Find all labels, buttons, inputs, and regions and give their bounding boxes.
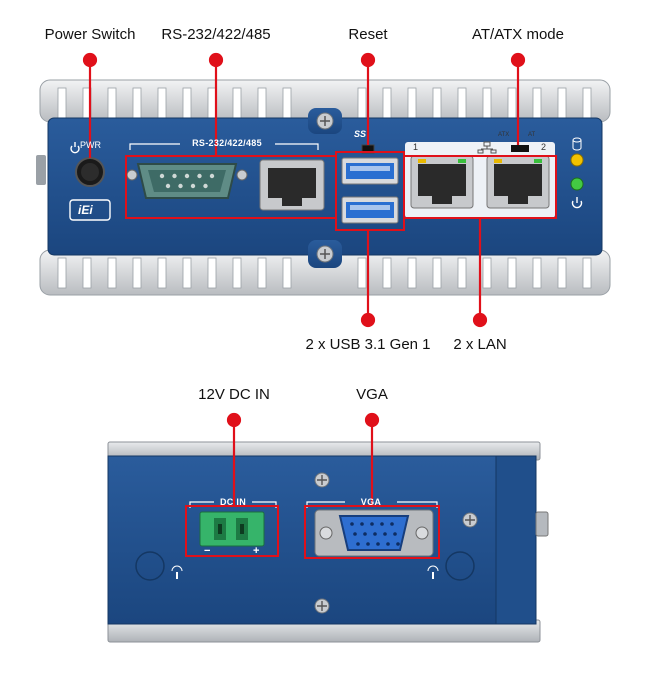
usb-superspeed-logo: SS: [354, 129, 367, 139]
callout-dc-in-12v: 12V DC IN: [198, 386, 270, 403]
usb-port-top[interactable]: [341, 157, 399, 185]
power-led-icon: [571, 197, 583, 209]
pwr-label: PWR: [80, 140, 101, 150]
rear-screw-top: [314, 472, 330, 488]
usb-port-bottom[interactable]: [341, 196, 399, 224]
antenna-knockout-left: [135, 551, 165, 581]
serial-panel-label: RS-232/422/485: [192, 138, 262, 148]
antenna-icon-left: [171, 565, 183, 579]
storage-led: [570, 153, 584, 167]
atx-label: ATX: [498, 132, 510, 138]
callout-power-switch: Power Switch: [44, 26, 136, 43]
brand-logo: [69, 199, 111, 221]
power-led: [570, 177, 584, 191]
rear-screw-bottom: [314, 598, 330, 614]
lan-port-1[interactable]: [410, 155, 474, 209]
rear-screw-right: [462, 512, 478, 528]
callout-vga: VGA: [356, 386, 388, 403]
callout-reset: Reset: [348, 26, 388, 43]
brand-text: iEi: [78, 203, 93, 217]
callout-lan: 2 x LAN: [453, 336, 507, 353]
front-view: [36, 52, 611, 328]
side-knob: [535, 511, 549, 537]
vga-port[interactable]: [314, 509, 434, 557]
side-nub: [36, 155, 46, 185]
antenna-icon-right: [427, 565, 439, 579]
rj45-serial-port[interactable]: [259, 159, 325, 211]
dc-in-terminal-block[interactable]: [199, 511, 265, 547]
lan-port-2-label: 2: [541, 142, 547, 152]
vga-panel-label: VGA: [360, 497, 382, 507]
rear-view: [107, 412, 549, 643]
db9-serial-port[interactable]: [126, 163, 248, 199]
rear-side-panel: [495, 455, 537, 625]
network-icon: [477, 141, 497, 154]
callout-at-atx-mode: AT/ATX mode: [472, 26, 564, 43]
dc-in-panel-label: DC IN: [220, 497, 246, 507]
rear-callout-lines: [226, 412, 380, 506]
dc-minus-label: −: [204, 545, 211, 557]
at-atx-switch[interactable]: [511, 145, 529, 152]
callout-usb: 2 x USB 3.1 Gen 1: [305, 336, 431, 353]
callout-lines: [82, 52, 526, 328]
dc-plus-label: +: [253, 545, 260, 557]
callout-rs232: RS-232/422/485: [161, 26, 271, 43]
rear-face-plate: [107, 455, 497, 625]
at-label: AT: [528, 132, 536, 138]
dc-in-highlight-box: [185, 505, 279, 557]
bottom-heatsink-fins: [57, 257, 592, 289]
antenna-knockout-right: [445, 551, 475, 581]
storage-icon: [572, 137, 582, 151]
lan-port-1-label: 1: [413, 142, 419, 152]
serial-bracket: [129, 143, 319, 150]
lan-port-2[interactable]: [486, 155, 550, 209]
power-icon: [70, 142, 80, 154]
